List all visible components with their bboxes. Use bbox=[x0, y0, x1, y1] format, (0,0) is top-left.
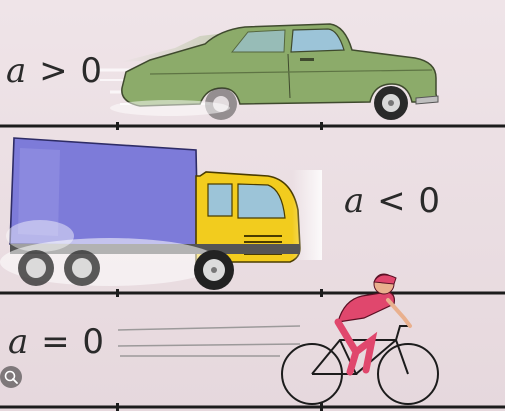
accel-symbol: a bbox=[6, 51, 28, 91]
car-dust bbox=[110, 100, 230, 116]
road-ticks-3 bbox=[116, 403, 323, 411]
const-relation: = bbox=[41, 322, 71, 362]
road-ticks-1 bbox=[116, 122, 323, 130]
cyclist-scene bbox=[117, 273, 439, 405]
truck-side-window bbox=[207, 183, 233, 217]
car-bumper bbox=[415, 95, 439, 105]
label-accelerating: a > 0 bbox=[6, 51, 103, 91]
car-door-handle bbox=[300, 58, 314, 61]
truck-scene bbox=[0, 137, 322, 290]
truck-box-shade bbox=[18, 148, 60, 236]
image-search-icon[interactable] bbox=[0, 366, 22, 388]
truck-rear-wheel-1 bbox=[18, 250, 54, 286]
const-value: 0 bbox=[82, 322, 106, 362]
cyclist-helmet bbox=[373, 274, 397, 285]
label-decelerating: a < 0 bbox=[344, 181, 441, 221]
car-front-wheel bbox=[374, 86, 408, 120]
cyclist-motion-streaks bbox=[117, 325, 301, 357]
bicycle-front-wheel bbox=[377, 343, 439, 405]
cyclist bbox=[334, 273, 412, 376]
cyclist-arm bbox=[386, 298, 412, 328]
decel-symbol: a bbox=[344, 181, 366, 221]
road-ticks-2 bbox=[116, 289, 323, 297]
decel-relation: < bbox=[377, 181, 407, 221]
cyclist-legs bbox=[334, 318, 378, 376]
accel-relation: > bbox=[39, 51, 69, 91]
car-front-window bbox=[290, 28, 345, 53]
decel-value: 0 bbox=[418, 181, 442, 221]
truck-windshield bbox=[237, 183, 286, 219]
truck-front-wheel bbox=[194, 250, 234, 290]
car-body bbox=[121, 23, 438, 107]
truck-smoke bbox=[0, 238, 220, 286]
label-constant: a = 0 bbox=[8, 322, 105, 362]
car-scene bbox=[95, 23, 439, 120]
const-symbol: a bbox=[8, 322, 30, 362]
car-door-line bbox=[287, 53, 291, 99]
car-rear-window bbox=[230, 29, 286, 53]
car-trim bbox=[149, 69, 433, 75]
truck-rear-wheel-2 bbox=[64, 250, 100, 286]
accel-value: 0 bbox=[80, 51, 104, 91]
